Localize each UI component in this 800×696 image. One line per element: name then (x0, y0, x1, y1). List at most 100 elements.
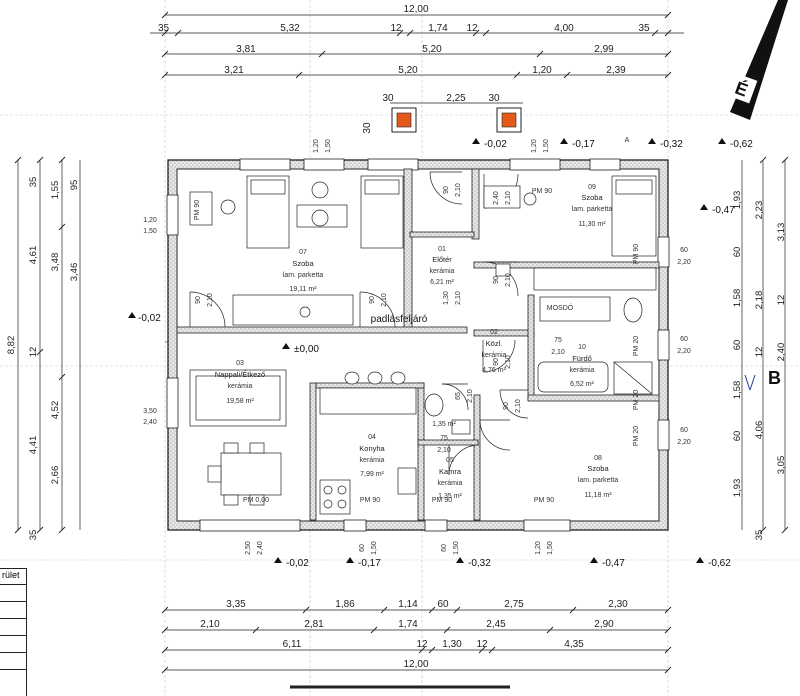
dim-bot-r1-0: 3,35 (226, 599, 246, 610)
svg-text:19,58 m²: 19,58 m² (226, 398, 254, 405)
dim-top-r4-0: 3,21 (224, 65, 244, 76)
dim-top-r3-0: 3,81 (236, 44, 256, 55)
dim-bot-total: 12,00 (403, 659, 428, 670)
level-floor-zero: ±0,00 (294, 344, 319, 355)
legend-row (0, 619, 26, 636)
level-bottom-4: -0,47 (602, 558, 625, 569)
dim-left-c3a-0: 1,55 (50, 181, 61, 200)
win-right-2: 60 (680, 336, 688, 343)
level-bottom-3: -0,32 (468, 558, 491, 569)
dim-right-c1-1: 60 (732, 247, 743, 258)
level-top-far: -0,62 (730, 139, 753, 150)
dim-bot-r3-2: 1,30 (442, 639, 462, 650)
legend-header: rület (0, 569, 26, 585)
pm-label-2: PM 20 (633, 336, 640, 356)
dim-right-c2-1: 2,18 (754, 291, 765, 310)
dim-top-r3-1: 5,20 (422, 44, 442, 55)
door-18: 90 (493, 276, 500, 284)
dimension-lines (17, 14, 786, 689)
section-b-label: B (768, 368, 781, 388)
svg-text:kerámia: kerámia (482, 352, 507, 359)
dim-top-r4-2: 1,20 (532, 65, 552, 76)
level-markers (128, 138, 726, 563)
dim-top-total: 12,00 (403, 4, 428, 15)
dim-bot-r2-1: 2,81 (304, 619, 324, 630)
pm-label-0: PM 90 (194, 200, 201, 220)
win-top-1: 1,50 (325, 139, 332, 153)
windows (166, 158, 670, 532)
dim-left-c3a-1: 3,48 (50, 253, 61, 272)
svg-text:Szoba: Szoba (581, 193, 603, 202)
pm-label-7: PM 90 (432, 497, 452, 504)
dim-top-r2-3: 1,74 (428, 23, 448, 34)
svg-text:kerámia: kerámia (360, 457, 385, 464)
win-top-0: 1,20 (313, 139, 320, 153)
dim-top-r2-5: 4,00 (554, 23, 574, 34)
section-a-label: A (625, 137, 630, 144)
dim-right-c3-1: 2,40 (776, 343, 787, 362)
dim-bot-r2-3: 2,45 (486, 619, 506, 630)
win-bot-1: 2,40 (257, 541, 264, 555)
door-6: 2,40 (493, 191, 500, 205)
legend-row (0, 585, 26, 602)
door-11: 2,10 (551, 349, 565, 356)
win-right-5: 2,20 (677, 439, 691, 446)
dim-right-c1-3: 60 (732, 340, 743, 351)
svg-text:lam. parketta: lam. parketta (283, 272, 324, 279)
door-5: 2,10 (455, 183, 462, 197)
legend-table: rület (0, 568, 27, 696)
svg-text:1,35 m²: 1,35 m² (438, 493, 462, 500)
dim-right-small-1: 12 (776, 295, 787, 306)
furniture-living (189, 369, 417, 515)
svg-text:11,18 m²: 11,18 m² (584, 492, 612, 499)
door-15: 2,10 (467, 389, 474, 403)
svg-text:lam. parketta: lam. parketta (578, 477, 619, 484)
dim-left-outer: 8,82 (6, 336, 17, 355)
dim-bot-r3-4: 4,35 (564, 639, 584, 650)
north-arrow-icon (726, 0, 788, 120)
level-bottom-2: -0,17 (358, 558, 381, 569)
bathroom-sink-label: MOSDÓ (547, 303, 574, 312)
svg-text:19,11 m²: 19,11 m² (289, 286, 317, 293)
door-20: 90 (493, 358, 500, 366)
pm-label-1: PM 90 (633, 244, 640, 264)
legend-row (0, 670, 26, 686)
north-mark-label: É (732, 77, 750, 101)
pm-label-top: PM 90 (532, 188, 552, 195)
room-label-wc-area: 1,35 m² (432, 421, 456, 428)
dim-bot-r1-5: 2,30 (608, 599, 628, 610)
dim-top-r3-2: 2,99 (594, 44, 614, 55)
svg-text:02: 02 (490, 329, 498, 336)
door-7: 2,10 (505, 191, 512, 205)
level-top-mid2: -0,17 (572, 139, 595, 150)
dim-left-c3a-3: 2,66 (50, 466, 61, 485)
dim-top-r2-4: 12 (466, 23, 478, 34)
svg-text:Konyha: Konyha (359, 444, 385, 453)
dim-right-c2-2: 4,06 (754, 421, 765, 440)
svg-text:kerámia: kerámia (438, 480, 463, 487)
door-3: 2,10 (381, 293, 388, 307)
svg-text:Fürdő: Fürdő (572, 354, 592, 363)
door-14: 65 (455, 392, 462, 400)
dim-chimney-2: 30 (488, 93, 500, 104)
door-12: 75 (440, 435, 448, 442)
win-top-2: 1,20 (531, 139, 538, 153)
dim-right-c1-6: 1,93 (732, 479, 743, 498)
win-bot-0: 2,50 (245, 541, 252, 555)
furniture-room-09 (483, 175, 657, 291)
dim-top-r4-3: 2,39 (606, 65, 626, 76)
dim-left-c3b-1: 95 (69, 180, 80, 191)
door-4: 90 (443, 186, 450, 194)
dim-right-c2-0: 2,23 (754, 201, 765, 220)
dimension-ticks (14, 11, 789, 674)
svg-text:09: 09 (588, 184, 596, 191)
dim-left-c3b-0: 35 (28, 177, 39, 188)
pm-label-4: PM 20 (633, 390, 640, 410)
pm-label-3: PM 20 (633, 426, 640, 446)
svg-text:lam. parketta: lam. parketta (572, 206, 613, 213)
dim-top-r2-0: 35 (158, 23, 170, 34)
dim-top-r2-1: 5,32 (280, 23, 300, 34)
pm-label-6: PM 90 (360, 497, 380, 504)
